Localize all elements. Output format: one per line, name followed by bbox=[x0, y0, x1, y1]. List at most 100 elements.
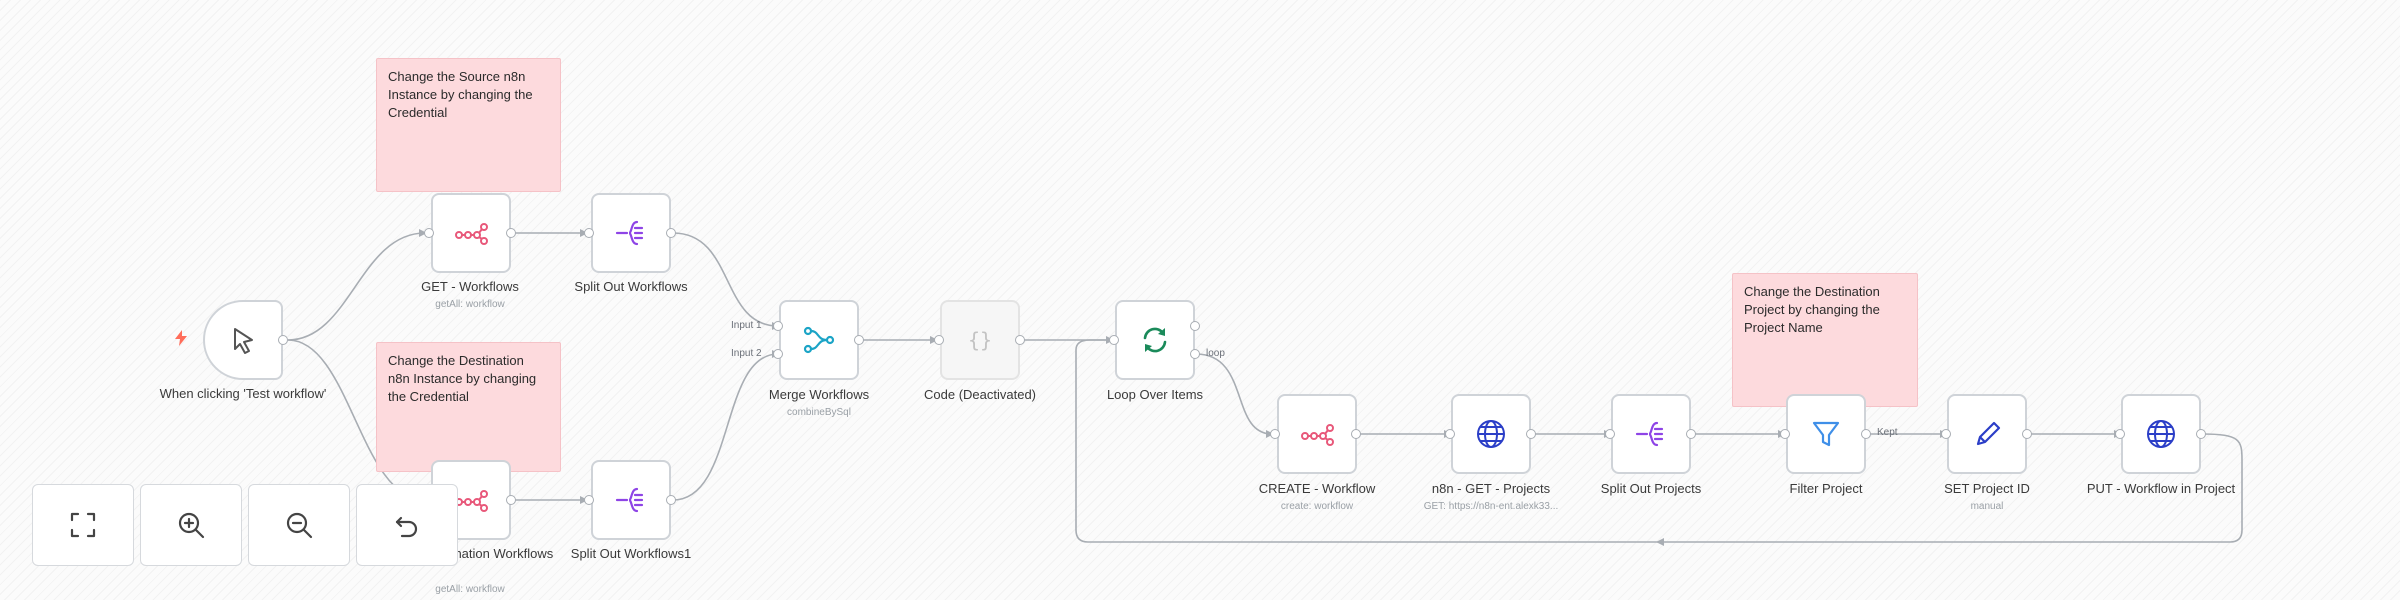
node-merge-workflows[interactable] bbox=[779, 300, 859, 380]
merge-input2-handle[interactable] bbox=[773, 349, 783, 359]
node-set-project-id-subtitle: manual bbox=[1970, 501, 2004, 512]
sticky-note-destination[interactable]: Change the Destination n8n Instance by c… bbox=[376, 342, 561, 472]
split-out-icon bbox=[1635, 421, 1664, 447]
node-code-deactivated[interactable]: {} bbox=[940, 300, 1020, 380]
node-put-workflow-in-project[interactable] bbox=[2121, 394, 2201, 474]
node-split-out-projects[interactable] bbox=[1611, 394, 1691, 474]
node-filter-project-label: Filter Project bbox=[1789, 481, 1863, 496]
node-get-projects[interactable] bbox=[1451, 394, 1531, 474]
trigger-output-handle[interactable] bbox=[278, 335, 288, 345]
pen-icon bbox=[1976, 421, 2001, 446]
fit-view-icon bbox=[70, 512, 96, 538]
node-split-out-workflows[interactable] bbox=[591, 193, 671, 273]
loop-loop-handle[interactable] bbox=[1190, 349, 1200, 359]
node-split-out-projects-label: Split Out Projects bbox=[1600, 481, 1702, 496]
set-project-id-output-handle[interactable] bbox=[2022, 429, 2032, 439]
merge-input1-handle[interactable] bbox=[773, 321, 783, 331]
split-out-icon bbox=[615, 487, 644, 513]
sticky-note-destination-text: Change the Destination n8n Instance by c… bbox=[388, 353, 537, 404]
code-input-handle[interactable] bbox=[934, 335, 944, 345]
node-set-project-id[interactable] bbox=[1947, 394, 2027, 474]
node-create-workflow-label: CREATE - Workflow bbox=[1258, 481, 1376, 496]
put-input-handle[interactable] bbox=[2115, 429, 2125, 439]
filter-output-handle[interactable] bbox=[1861, 429, 1871, 439]
node-merge-workflows-label: Merge Workflows bbox=[768, 387, 870, 402]
edge-split1-merge bbox=[672, 353, 779, 501]
node-get-destination-workflows-subtitle: getAll: workflow bbox=[435, 584, 505, 595]
globe-icon bbox=[2147, 420, 2175, 448]
node-loop-over-items-label: Loop Over Items bbox=[1106, 387, 1204, 402]
node-code-label: Code (Deactivated) bbox=[924, 387, 1036, 402]
loop-icon bbox=[1143, 327, 1167, 353]
node-create-workflow[interactable] bbox=[1277, 394, 1357, 474]
create-input-handle[interactable] bbox=[1270, 429, 1280, 439]
loop-port-label: loop bbox=[1206, 348, 1225, 359]
merge-input1-label: Input 1 bbox=[731, 320, 762, 331]
merge-icon bbox=[803, 326, 835, 354]
trigger-lightning-icon bbox=[175, 330, 187, 346]
n8n-icon bbox=[455, 490, 488, 512]
filter-input-handle[interactable] bbox=[1780, 429, 1790, 439]
zoom-in-button[interactable] bbox=[140, 484, 242, 566]
set-project-id-input-handle[interactable] bbox=[1941, 429, 1951, 439]
node-put-workflow-label: PUT - Workflow in Project bbox=[2086, 481, 2236, 496]
edge-trigger-get-workflows bbox=[287, 232, 426, 341]
node-split-out-workflows1[interactable] bbox=[591, 460, 671, 540]
loop-done-handle[interactable] bbox=[1190, 321, 1200, 331]
fit-view-button[interactable] bbox=[32, 484, 134, 566]
filter-icon bbox=[1812, 421, 1840, 447]
node-split-out-workflows1-label: Split Out Workflows1 bbox=[570, 546, 692, 561]
zoom-out-icon bbox=[286, 512, 313, 539]
node-merge-workflows-subtitle: combineBySql bbox=[787, 407, 851, 418]
split-out-projects-output-handle[interactable] bbox=[1686, 429, 1696, 439]
split-out-projects-input-handle[interactable] bbox=[1605, 429, 1615, 439]
node-split-out-workflows-label: Split Out Workflows bbox=[574, 279, 688, 294]
zoom-in-icon bbox=[178, 512, 205, 539]
node-get-workflows[interactable] bbox=[431, 193, 511, 273]
split-out-workflows-output-handle[interactable] bbox=[666, 228, 676, 238]
node-get-projects-label: n8n - GET - Projects bbox=[1431, 481, 1551, 496]
split-out-workflows-input-handle[interactable] bbox=[584, 228, 594, 238]
get-workflows-input-handle[interactable] bbox=[424, 228, 434, 238]
code-output-handle[interactable] bbox=[1015, 335, 1025, 345]
merge-output-handle[interactable] bbox=[854, 335, 864, 345]
get-workflows-output-handle[interactable] bbox=[506, 228, 516, 238]
node-trigger[interactable] bbox=[203, 300, 283, 380]
split-out-workflows1-input-handle[interactable] bbox=[584, 495, 594, 505]
merge-input2-label: Input 2 bbox=[731, 348, 762, 359]
reset-zoom-button[interactable] bbox=[356, 484, 458, 566]
get-destination-workflows-output-handle[interactable] bbox=[506, 495, 516, 505]
node-loop-over-items[interactable] bbox=[1115, 300, 1195, 380]
node-get-workflows-label: GET - Workflows bbox=[421, 279, 519, 294]
globe-icon bbox=[1477, 420, 1505, 448]
sticky-note-dest-project[interactable]: Change the Destination Project by changi… bbox=[1732, 273, 1918, 407]
n8n-icon bbox=[455, 223, 488, 245]
loop-input-handle[interactable] bbox=[1109, 335, 1119, 345]
sticky-note-source[interactable]: Change the Source n8n Instance by changi… bbox=[376, 58, 561, 192]
split-out-icon bbox=[615, 220, 644, 246]
split-out-workflows1-output-handle[interactable] bbox=[666, 495, 676, 505]
node-set-project-id-label: SET Project ID bbox=[1944, 481, 2030, 496]
get-projects-input-handle[interactable] bbox=[1445, 429, 1455, 439]
edge-loop-create bbox=[1195, 353, 1273, 435]
code-braces-icon: {} bbox=[968, 328, 992, 352]
node-trigger-label: When clicking 'Test workflow' bbox=[159, 386, 327, 401]
node-filter-project[interactable] bbox=[1786, 394, 1866, 474]
node-get-workflows-subtitle: getAll: workflow bbox=[435, 299, 505, 310]
node-create-workflow-subtitle: create: workflow bbox=[1280, 501, 1354, 512]
sticky-note-dest-project-text: Change the Destination Project by changi… bbox=[1744, 284, 1880, 335]
create-output-handle[interactable] bbox=[1351, 429, 1361, 439]
edge-split-merge bbox=[672, 232, 779, 327]
n8n-icon bbox=[1301, 424, 1334, 446]
zoom-out-button[interactable] bbox=[248, 484, 350, 566]
get-projects-output-handle[interactable] bbox=[1526, 429, 1536, 439]
cursor-icon bbox=[234, 328, 253, 354]
sticky-note-source-text: Change the Source n8n Instance by changi… bbox=[388, 69, 533, 120]
filter-kept-label: Kept bbox=[1877, 427, 1898, 438]
reset-zoom-icon bbox=[395, 516, 418, 538]
svg-text:{}: {} bbox=[968, 328, 992, 352]
put-output-handle[interactable] bbox=[2196, 429, 2206, 439]
node-get-projects-subtitle: GET: https://n8n-ent.alexk33... bbox=[1423, 501, 1559, 512]
